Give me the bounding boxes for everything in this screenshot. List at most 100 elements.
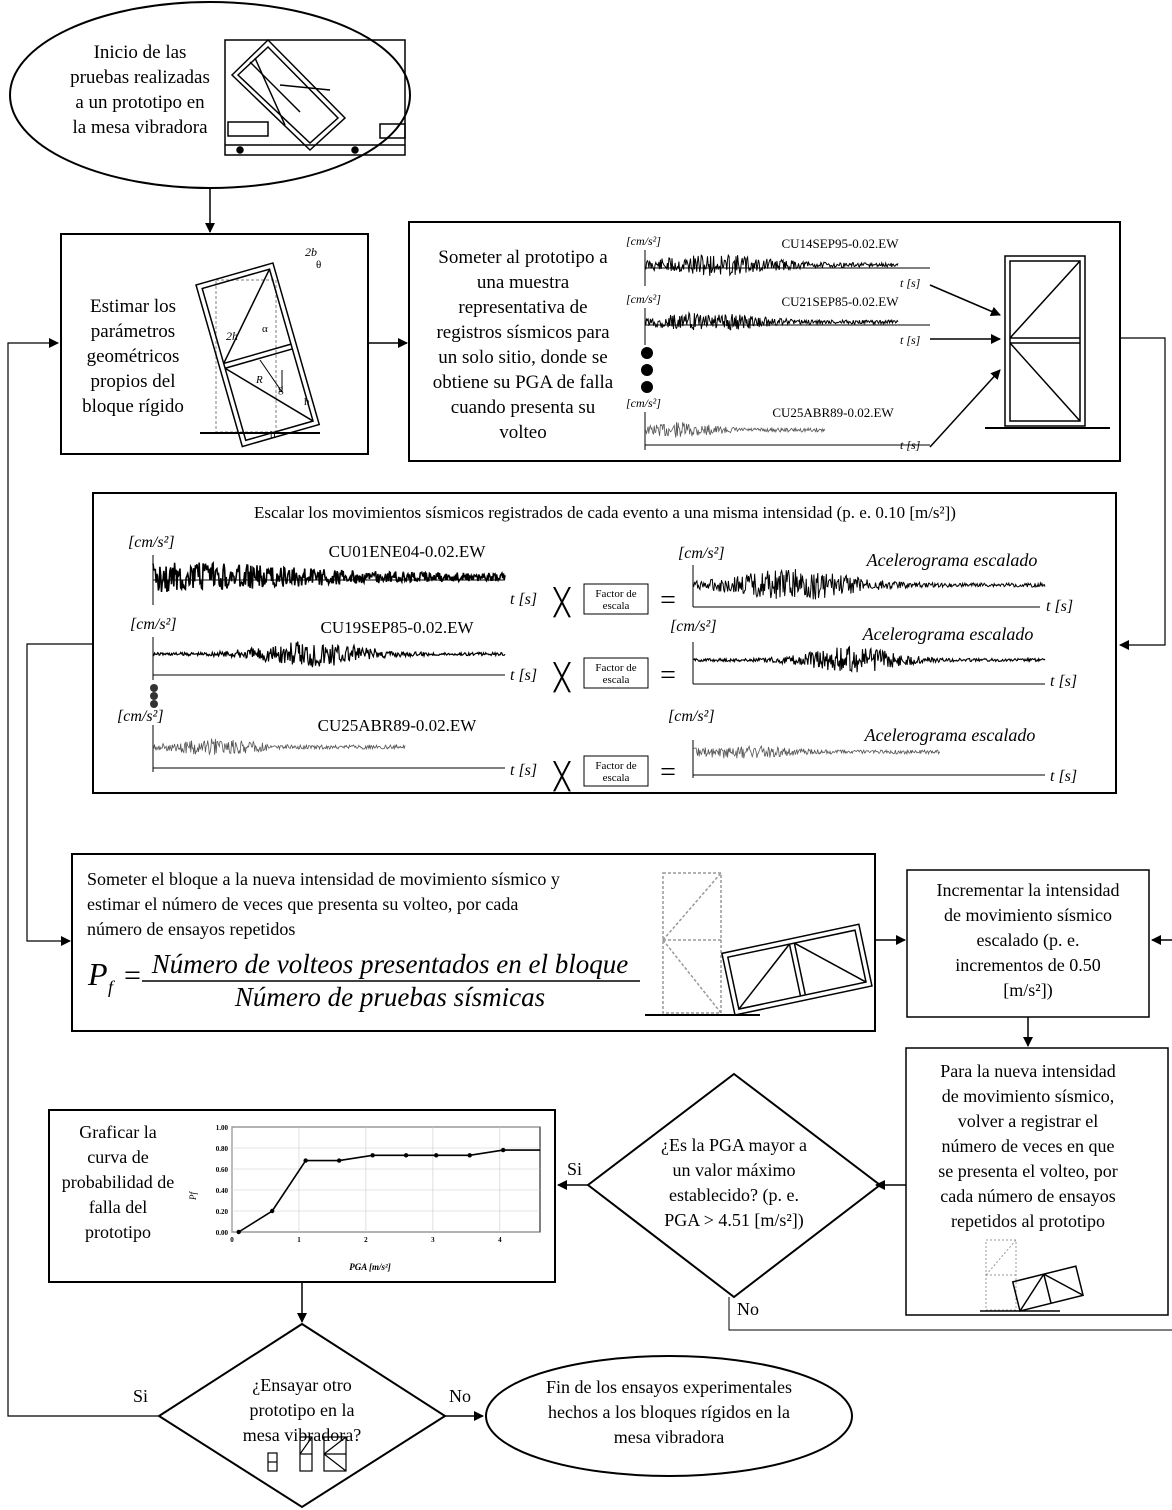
scale-yunit: [cm/s²] [128,534,175,551]
submit-waveform [644,311,899,331]
submit-yunit: [cm/s²] [626,292,661,306]
chart-ytick-label: 0.40 [216,1187,229,1195]
scaled-waveform [692,645,1046,673]
chart-xtick-label: 3 [431,1236,435,1244]
chart-point [236,1229,241,1235]
record-line: repetidos al prototipo [951,1211,1105,1231]
factor-box [583,583,649,615]
submit-line: un solo sitio, donde se [438,347,607,368]
scale-waveform [152,561,506,592]
submit-waveform [644,253,899,277]
record-line: número de veces en que [942,1136,1115,1156]
prototype-blocks-icon [267,1436,347,1472]
decision-pga-diamond [586,1072,882,1299]
submit-line: volteo [499,422,547,443]
equals-sign: = [660,585,676,616]
estimate-box [60,233,369,455]
submit-record-name: CU14SEP95-0.02.EW [782,236,900,251]
submit-line: cuando presenta su [451,397,596,418]
rigid-block-geometry-illustration [195,262,321,448]
submit-waveform [644,422,826,438]
scale-yunit: [cm/s²] [130,616,177,633]
formula-lhs: P [87,956,108,992]
block-line: número de ensayos repetidos [87,919,295,939]
formula-numerator: Número de volteos presentados en el bloq… [151,949,628,979]
scale-xunit: t [s] [1050,768,1077,785]
decision-pga-line: ¿Es la PGA mayor a [661,1135,807,1155]
chart-ytick-label: 0.00 [216,1229,229,1237]
submit-line: una muestra [477,272,570,293]
factor-label: Factor de [595,662,636,674]
chart-frame [231,1126,541,1233]
equals-sign: = [660,660,676,691]
scale-xunit: t [s] [1046,598,1073,615]
scaled-waveform [692,744,940,759]
times-sign: ╳ [552,760,571,792]
connector-scale-to-block [26,643,93,946]
chart-ylabel: Pf [188,1191,198,1201]
factor-label: Factor de [595,588,636,600]
increment-line: incrementos de 0.50 [955,955,1100,975]
ellipsis-dot [641,364,653,376]
scale-xunit: t [s] [510,591,537,608]
overturned-block-illustration [645,872,873,1016]
estimate-line: parámetros [91,321,175,342]
label-theta: θ [316,259,321,271]
times-sign: ╳ [552,586,571,618]
scale-yunit: [cm/s²] [117,708,164,725]
scaled-waveform [692,568,1046,600]
decision-pga-line: PGA > 4.51 [m/s²]) [664,1210,804,1231]
submit-xunit: t [s] [900,333,921,347]
ellipsis-dot [641,381,653,393]
chart-point [269,1208,275,1214]
start-line: Inicio de las [94,42,187,63]
scale-xunit: t [s] [1050,673,1077,690]
chart-xtick-label: 2 [364,1236,368,1244]
ellipsis-dot [150,700,158,708]
start-line: pruebas realizadas [70,67,210,88]
formula-eq: = [124,959,141,992]
start-ellipse [9,1,411,189]
submit-line: registros sísmicos para [436,322,610,343]
record-box [905,1047,1169,1316]
connector-no-loop [728,1297,1172,1331]
submit-line: obtiene su PGA de falla [433,372,614,393]
ellipsis-dot [150,684,158,692]
scale-waveform [152,738,406,756]
end-line: hechos a los bloques rígidos en la [548,1402,790,1422]
label-2b: 2b [305,245,317,259]
connector-submit-to-scale [1119,337,1166,650]
decision-other-line: ¿Ensayar otro [252,1375,351,1395]
scale-box [92,492,1117,794]
increment-line: de movimiento sísmico [944,905,1112,925]
block-box [71,853,876,1032]
label-g: g [278,383,284,395]
factor-label: escala [603,772,630,784]
record-line: se presenta el volteo, por [938,1161,1117,1181]
small-overturned-block-illustration [980,1239,1084,1312]
start-line: a un prototipo en [75,92,205,113]
decision-pga-line: establecido? (p. e. [669,1185,799,1206]
formula-sub: f [108,977,116,997]
decision-other-no: No [449,1386,471,1406]
factor-label: escala [603,674,630,686]
scale-title: Escalar los movimientos sísmicos registr… [254,503,956,522]
factor-label: Factor de [595,760,636,772]
decision-pga-line: un valor máximo [673,1160,796,1180]
label-R: R [255,374,263,386]
label-2h: 2h [226,329,238,343]
ellipsis-dot [641,347,653,359]
chart-xlabel: PGA [m/s²] [349,1262,390,1272]
end-ellipse [485,1355,853,1477]
decision-other-line: prototipo en la [250,1400,355,1420]
formula-denominator: Número de pruebas sísmicas [234,982,545,1012]
record-line: volver a registrar el [958,1111,1098,1131]
increment-line: Incrementar la intensidad [937,880,1120,900]
chart-series-line [238,1149,540,1233]
label-alpha: α [262,323,268,335]
block-line: estimar el número de veces que presenta … [87,894,518,914]
chart-point [403,1153,409,1158]
decision-other-line: mesa vibradora? [243,1425,361,1445]
submit-record-name: CU25ABR89-0.02.EW [772,405,894,420]
